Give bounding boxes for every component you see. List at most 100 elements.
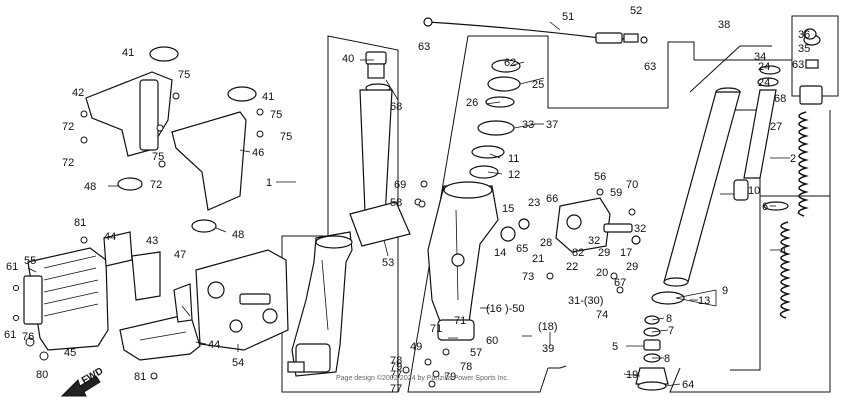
callout-73: 73 [522,271,534,283]
callout-9: 9 [722,285,728,297]
callout-81: 81 [134,371,146,383]
callout-14: 14 [494,247,506,259]
callout-40: 40 [342,53,354,65]
callout-68: 68 [390,101,402,113]
callout-63: 63 [792,59,804,71]
callout-2: 2 [790,153,796,165]
callout-69: 69 [394,179,406,191]
left-fork-slider [287,51,393,377]
brake-bracket [119,283,201,361]
callout-62: 62 [504,57,516,69]
fwd-arrow: FWD [60,366,105,397]
callout-41: 41 [122,47,134,59]
callout-41: 41 [262,91,274,103]
callout-53: 53 [382,257,394,269]
callout-22: 22 [566,261,578,273]
callout-44: 44 [208,339,220,351]
callout-24: 24 [758,61,770,73]
upper-brackets [85,46,257,233]
fork-inner-tube [651,87,741,305]
callout-4: 4 [780,245,786,257]
callout-63: 63 [644,61,656,73]
callout-35: 35 [798,43,810,55]
callout-39: 39 [542,343,554,355]
callout-63: 63 [418,41,430,53]
leader-lines [27,21,790,387]
callout-75: 75 [178,69,190,81]
callout-75: 75 [152,151,164,163]
damper-rod-assembly [733,34,823,211]
fork-springs [779,111,809,319]
callout-56: 56 [594,171,606,183]
callout-82: 82 [572,247,584,259]
callout-20: 20 [596,267,608,279]
callout-28: 28 [540,237,552,249]
callout-15: 15 [502,203,514,215]
callout-31-30: 31-(30) [568,295,603,307]
callout-18: (18) [538,321,558,333]
callout-38: 38 [718,19,730,31]
callout-37: 37 [546,119,558,131]
callout-59: 59 [610,187,622,199]
callout-34: 34 [754,51,766,63]
fender-stay [349,200,426,247]
callout-78: 78 [460,361,472,373]
callout-16-50: (16 )-50 [486,303,525,315]
seal-stack [469,59,521,179]
brake-pads [23,231,161,351]
callout-78: 78 [390,355,402,367]
callout-36: 36 [798,29,810,41]
callout-67: 67 [614,277,626,289]
callout-42: 42 [72,87,84,99]
callout-74: 74 [596,309,608,321]
callout-75: 75 [280,131,292,143]
callout-8: 8 [666,313,672,325]
callout-24: 24 [758,77,770,89]
callout-29: 29 [626,261,638,273]
callout-79: 79 [444,371,456,383]
callout-45: 45 [64,347,76,359]
callout-61: 61 [4,329,16,341]
callout-27: 27 [770,121,782,133]
callout-46: 46 [252,147,264,159]
callout-51: 51 [562,11,574,23]
callout-79: 79 [390,361,402,373]
callout-71: 71 [430,323,442,335]
callout-48: 48 [84,181,96,193]
speedometer-cable [423,17,648,44]
callout-55: 55 [24,255,36,267]
callout-29: 29 [598,247,610,259]
callout-21: 21 [532,253,544,265]
bolts [13,28,817,388]
callout-72: 72 [150,179,162,191]
callout-58: 58 [390,197,402,209]
callout-70: 70 [626,179,638,191]
callout-23: 23 [528,197,540,209]
right-fork-slider [427,181,499,341]
callout-61: 61 [6,261,18,273]
callout-8: 8 [664,353,670,365]
callout-5: 5 [612,341,618,353]
callout-49: 49 [410,341,422,353]
callout-43: 43 [146,235,158,247]
callout-11: 11 [508,153,519,165]
callout-19: 19 [626,369,638,381]
callout-labels: 1 2 4 5 6 7 8 8 9 10 11 12 13 14 15 (16 … [4,5,810,395]
callout-26: 26 [466,97,478,109]
callout-52: 52 [630,5,642,17]
footer-watermark: Page design ©2002-2024 by Partzilla Powe… [336,374,509,382]
callout-33: 33 [522,119,534,131]
callout-72: 72 [62,157,74,169]
callout-10: 10 [748,185,760,197]
master-cylinder [500,197,641,253]
callout-77: 77 [390,383,402,395]
callout-1: 1 [266,177,272,189]
callout-6: 6 [762,201,768,213]
callout-68: 68 [774,93,786,105]
callout-66: 66 [546,193,558,205]
callout-13: 13 [698,295,710,307]
callout-60: 60 [486,335,498,347]
callout-54: 54 [232,357,244,369]
callout-65: 65 [516,243,528,255]
